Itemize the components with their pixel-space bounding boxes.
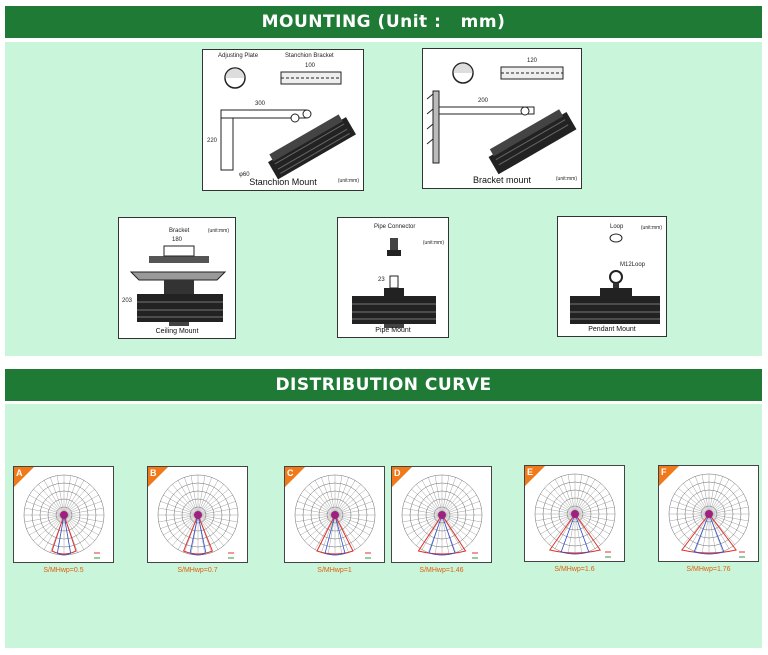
dim-180: 180 (172, 237, 183, 243)
unit-note: (unit:mm) (422, 240, 444, 246)
unit-note: (unit:mm) (207, 228, 229, 234)
polar-diagram-d: D (391, 466, 492, 563)
unit-note: (unit:mm) (640, 225, 662, 231)
curve-badge (392, 467, 412, 487)
ceiling-mount-drawing (129, 245, 227, 326)
bracket-mount-caption: Bracket mount (472, 175, 532, 185)
pipe-mount-drawing (352, 238, 436, 328)
pipe-connector-label: Pipe Connector (374, 224, 416, 230)
dim-200: 200 (478, 98, 489, 104)
pendant-mount-card: Loop M12Loop (unit:mm) Pendant Mount (557, 216, 667, 337)
curve-letter: D (394, 468, 401, 478)
curve-ratio-label: S/MHwp=1 (317, 567, 352, 574)
polar-diagram-c: C (284, 466, 385, 563)
ceiling-mount-card: Bracket 180 203 (unit:mm) Ceiling Mount (118, 217, 236, 339)
curve-ratio-label: S/MHwp=1.46 (419, 567, 464, 574)
stanchion-mount-caption: Stanchion Mount (249, 177, 317, 187)
stanchion-mount-drawing (220, 67, 356, 180)
dim-203: 203 (122, 298, 133, 304)
curve-ratio-label: S/MHwp=1.76 (686, 566, 731, 573)
curve-badge (148, 467, 168, 487)
m12-loop-label: M12Loop (620, 262, 646, 268)
polar-diagram-f: F (658, 465, 759, 562)
dim-120: 120 (527, 58, 538, 64)
unit-note: (unit:mm) (337, 178, 359, 184)
adjusting-plate-label: Adjusting Plate (218, 53, 259, 59)
curve-badge (14, 467, 34, 487)
pendant-mount-drawing (570, 233, 660, 324)
polar-diagram-a: A (13, 466, 114, 563)
curve-ratio-label: S/MHwp=1.6 (554, 566, 595, 573)
dim-220: 220 (207, 138, 218, 144)
curve-ratio-label: S/MHwp=0.5 (43, 567, 84, 574)
curve-ratio-label: S/MHwp=0.7 (177, 567, 218, 574)
loop-label: Loop (610, 224, 624, 230)
stanchion-mount-card: Adjusting Plate Stanchion Bracket 100 30… (202, 49, 364, 191)
stanchion-bracket-label: Stanchion Bracket (285, 53, 334, 59)
ceiling-mount-caption: Ceiling Mount (155, 328, 199, 335)
unit-note: (unit:mm) (555, 176, 577, 182)
curve-letter: F (661, 467, 667, 477)
bracket-mount-card: 120 200 (unit:mm) Bracket mount (422, 48, 582, 189)
distribution-panel: A S/MHwp=0.5 B S/MHwp=0.7 C S/MHwp=1 D S/MHwp=1… (5, 404, 762, 648)
curve-badge (525, 466, 545, 486)
dim-23: 23 (378, 277, 385, 283)
distribution-heading: DISTRIBUTION CURVE (5, 369, 762, 401)
curve-letter: A (16, 468, 23, 478)
polar-diagram-b: B (147, 466, 248, 563)
pipe-mount-caption: Pipe Mount (375, 327, 411, 334)
curve-badge (285, 467, 305, 487)
curve-letter: E (527, 467, 534, 477)
mounting-heading: MOUNTING (Unit : mm) (5, 6, 762, 38)
curve-letter: C (287, 468, 294, 478)
dim-100: 100 (305, 63, 316, 69)
mounting-panel: Adjusting Plate Stanchion Bracket 100 30… (5, 42, 762, 356)
pendant-mount-caption: Pendant Mount (588, 326, 636, 333)
dim-300: 300 (255, 101, 266, 107)
dim-60: φ60 (239, 172, 250, 178)
pipe-mount-card: Pipe Connector 23 (unit:mm) Pipe Mount (337, 217, 449, 338)
bracket-mount-drawing (426, 62, 577, 175)
bracket-label: Bracket (169, 228, 190, 234)
curve-badge (659, 466, 679, 486)
polar-diagram-e: E (524, 465, 625, 562)
curve-letter: B (150, 468, 157, 478)
